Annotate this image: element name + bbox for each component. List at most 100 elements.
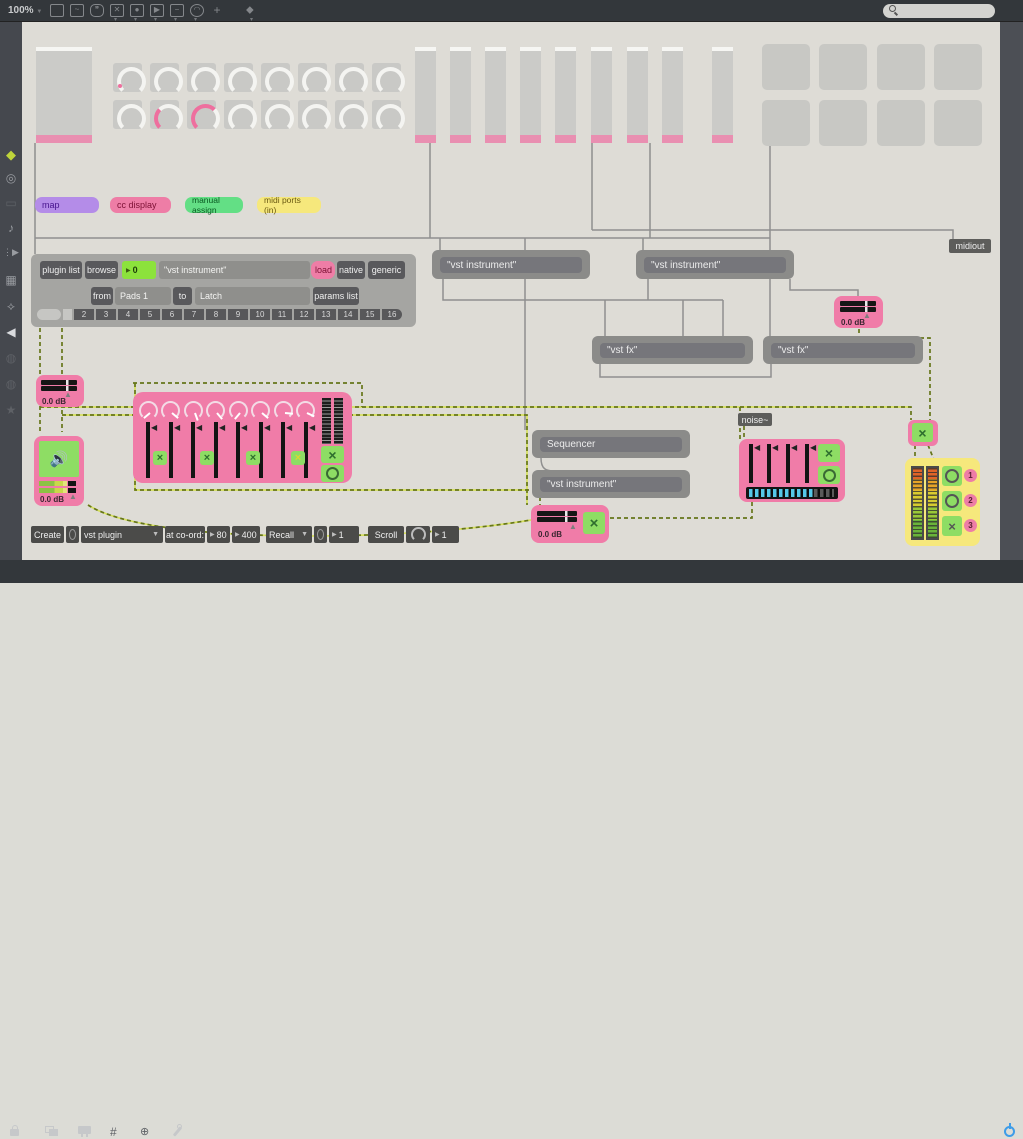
noise-slider[interactable] bbox=[805, 444, 809, 483]
dial[interactable] bbox=[298, 63, 327, 92]
mixer-toggle[interactable]: × bbox=[246, 451, 260, 465]
tab-7[interactable]: 7 bbox=[184, 309, 204, 320]
gain-slider-bar[interactable] bbox=[537, 517, 577, 522]
star-icon[interactable]: ★ bbox=[0, 404, 22, 416]
gain-slider-bar[interactable] bbox=[41, 380, 77, 385]
slider-handle-icon[interactable]: ◀ bbox=[241, 424, 247, 432]
noise-slider[interactable] bbox=[786, 444, 790, 483]
slider-handle-icon[interactable]: ◀ bbox=[264, 424, 270, 432]
search-input[interactable] bbox=[883, 4, 995, 18]
pad-button[interactable] bbox=[934, 44, 982, 90]
output-button-1[interactable] bbox=[942, 466, 962, 486]
paint-mode-icon[interactable]: ⬥ bbox=[246, 4, 254, 17]
mixer-slider[interactable] bbox=[214, 422, 218, 478]
mixer-record-button[interactable] bbox=[321, 465, 344, 482]
pad-button[interactable] bbox=[819, 44, 867, 90]
gain-slider-bar[interactable] bbox=[840, 301, 876, 306]
dial[interactable] bbox=[261, 63, 290, 92]
vst-instrument-box-2[interactable]: "vst instrument" bbox=[636, 250, 794, 279]
gain-slider-bar[interactable] bbox=[537, 511, 577, 516]
noise-x-button[interactable]: × bbox=[818, 444, 840, 462]
mixer-toggle[interactable]: × bbox=[200, 451, 214, 465]
output-number-1[interactable]: 1 bbox=[964, 469, 977, 482]
tab-2[interactable]: 2 bbox=[74, 309, 94, 320]
noise-slider[interactable] bbox=[767, 444, 771, 483]
plug-icon[interactable]: ◀ bbox=[0, 326, 22, 338]
vst-instrument-box-3[interactable]: "vst instrument" bbox=[532, 470, 690, 498]
tab-4[interactable]: 4 bbox=[118, 309, 138, 320]
dial[interactable] bbox=[113, 63, 142, 92]
dial[interactable] bbox=[150, 100, 179, 129]
slider-handle-icon[interactable]: ◀ bbox=[309, 424, 315, 432]
vst-fx-box-2[interactable]: "vst fx" bbox=[763, 336, 923, 364]
message-manual-assign[interactable]: manual assign bbox=[185, 197, 243, 213]
slider-handle-icon[interactable]: ◀ bbox=[174, 424, 180, 432]
multislider[interactable] bbox=[520, 47, 541, 143]
sequencer-box[interactable]: Sequencer bbox=[532, 430, 690, 458]
mixer-slider[interactable] bbox=[236, 422, 240, 478]
tab-13[interactable]: 13 bbox=[316, 309, 336, 320]
button-icon[interactable]: ● bbox=[130, 4, 144, 17]
pads-menu[interactable]: Pads 1 bbox=[115, 287, 171, 305]
generic-button[interactable]: generic bbox=[368, 261, 405, 279]
scroll-dial[interactable] bbox=[406, 526, 430, 543]
pad-button[interactable] bbox=[877, 44, 925, 90]
mixer-slider[interactable] bbox=[169, 422, 173, 478]
native-button[interactable]: native bbox=[337, 261, 365, 279]
dial[interactable] bbox=[261, 100, 290, 129]
tab-12[interactable]: 12 bbox=[294, 309, 314, 320]
slider-handle-icon[interactable]: ◀ bbox=[151, 424, 157, 432]
tab-1-selected[interactable] bbox=[37, 309, 61, 320]
add-object-icon[interactable]: + bbox=[210, 4, 224, 17]
recall-bang-button[interactable] bbox=[314, 526, 327, 543]
multislider[interactable] bbox=[712, 47, 733, 143]
mixer-knob[interactable] bbox=[161, 401, 180, 420]
mixer-knob[interactable] bbox=[274, 401, 293, 420]
dial[interactable] bbox=[187, 100, 216, 129]
mixer-knob[interactable] bbox=[206, 401, 225, 420]
mode-menu[interactable]: Latch bbox=[195, 287, 310, 305]
dial[interactable] bbox=[335, 100, 364, 129]
x-coord-number-box[interactable]: ▶80 bbox=[207, 526, 230, 543]
load-button[interactable]: load bbox=[311, 261, 335, 279]
mixer-knob[interactable] bbox=[184, 401, 203, 420]
to-button[interactable]: to bbox=[173, 287, 192, 305]
tab-11[interactable]: 11 bbox=[272, 309, 292, 320]
slider-handle-icon[interactable]: ◀ bbox=[286, 424, 292, 432]
new-message-icon[interactable]: ~ bbox=[70, 4, 84, 17]
output-button-3[interactable]: × bbox=[942, 516, 962, 536]
playbar-icon[interactable]: ▶ bbox=[150, 4, 164, 17]
patch-cords-icon[interactable]: ⊕ bbox=[140, 1125, 149, 1138]
message-map[interactable]: map bbox=[35, 197, 99, 213]
multislider[interactable] bbox=[627, 47, 648, 143]
pad-button[interactable] bbox=[819, 100, 867, 146]
from-button[interactable]: from bbox=[91, 287, 113, 305]
mixer-slider[interactable] bbox=[304, 422, 308, 478]
pad-button[interactable] bbox=[934, 100, 982, 146]
dial[interactable] bbox=[298, 100, 327, 129]
mixer-toggle[interactable]: × bbox=[291, 451, 305, 465]
p-circle-icon[interactable]: ◍ bbox=[0, 352, 22, 364]
tab-16[interactable]: 16 bbox=[382, 309, 402, 320]
live-gain-bottom[interactable]: ▲ 0.0 dB × bbox=[531, 505, 609, 543]
tape-icon[interactable]: ▭ bbox=[0, 197, 22, 209]
new-object-icon[interactable] bbox=[50, 4, 64, 17]
max-cube-icon[interactable]: ◆ bbox=[0, 148, 22, 161]
mixer-slider[interactable] bbox=[146, 422, 150, 478]
image-icon[interactable]: ▦ bbox=[0, 274, 22, 286]
paperclip-icon[interactable]: ⟡ bbox=[0, 300, 22, 312]
zoom-level-dropdown[interactable]: 100% ▼ bbox=[8, 5, 42, 16]
tab-10[interactable]: 10 bbox=[250, 309, 270, 320]
tab-8[interactable]: 8 bbox=[206, 309, 226, 320]
toggle-icon[interactable]: ✕ bbox=[110, 4, 124, 17]
scroll-number-box[interactable]: ▶1 bbox=[432, 526, 459, 543]
ezdac-speaker-button[interactable]: 🔊 bbox=[39, 441, 79, 477]
slider-handle-icon[interactable]: ◀ bbox=[196, 424, 202, 432]
slider-handle-icon[interactable]: ◀ bbox=[772, 444, 778, 452]
message-cc-display[interactable]: cc display bbox=[110, 197, 171, 213]
mixer-slider[interactable] bbox=[191, 422, 195, 478]
vst-instrument-box-1[interactable]: "vst instrument" bbox=[432, 250, 590, 279]
output-number-3[interactable]: 3 bbox=[964, 519, 977, 532]
recall-menu[interactable]: Recall ▼ bbox=[266, 526, 312, 543]
output-button-2[interactable] bbox=[942, 491, 962, 511]
